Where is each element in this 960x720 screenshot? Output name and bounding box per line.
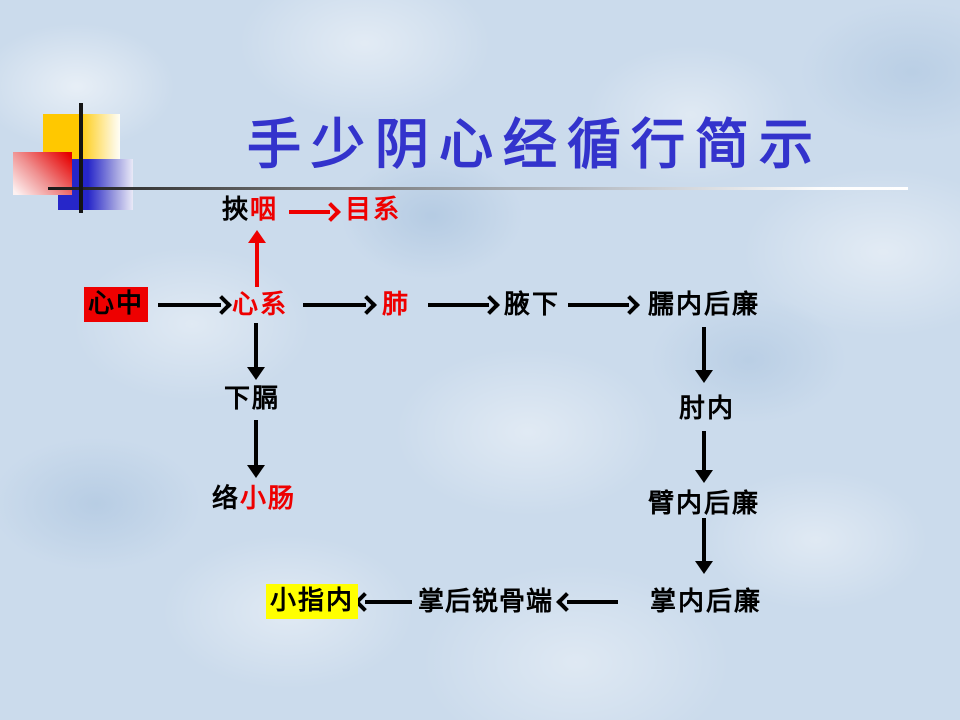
node-heart-middle: 心中 <box>84 287 149 323</box>
arrow-shaft <box>428 303 489 307</box>
arrow-heartmiddle-to-heartsystem <box>158 295 232 315</box>
node-pisiform-region: 掌后锐骨端 <box>418 587 554 617</box>
arrow-shaft <box>255 239 259 287</box>
arrow-lung-to-axilla <box>428 295 500 315</box>
arrow-shaft <box>365 600 412 604</box>
arrow-shaft <box>158 303 221 307</box>
arrow-shaft <box>567 600 618 604</box>
node-smallintestine-prefix: 络 <box>212 484 241 514</box>
arrow-shaft <box>702 431 706 474</box>
arrow-head-icon <box>321 202 341 222</box>
arrow-shaft <box>303 303 366 307</box>
arrow-heartsystem-to-throat <box>247 230 267 287</box>
page-title: 手少阴心经循行简示 <box>247 112 823 176</box>
arrow-forearm-to-palm <box>694 518 714 574</box>
arrow-heartsystem-to-diaphragm <box>246 323 266 380</box>
node-small-intestine-link: 络小肠 <box>212 484 296 515</box>
arrow-shaft <box>289 210 330 214</box>
node-diaphragm: 下膈 <box>224 384 281 414</box>
arrow-throat-to-eyesystem <box>289 202 341 222</box>
arrow-head-icon <box>556 592 576 612</box>
node-smallintestine-highlight: 小肠 <box>240 484 297 514</box>
node-throat-prefix: 挾 <box>222 195 251 225</box>
arrow-head-icon <box>247 367 265 380</box>
arrow-head-icon <box>212 295 232 315</box>
node-upper-arm-medial-posterior: 臑内后廉 <box>648 290 761 320</box>
arrow-palm-to-pisiform <box>556 592 618 612</box>
node-lung: 肺 <box>382 290 411 320</box>
node-elbow-medial: 肘内 <box>679 394 736 424</box>
arrow-shaft <box>254 420 258 469</box>
node-throat-highlight: 咽 <box>250 195 279 225</box>
node-eye-system: 目系 <box>345 195 402 225</box>
arrow-upperarm-to-elbow <box>694 327 714 383</box>
arrow-elbow-to-forearm <box>694 431 714 483</box>
arrow-head-icon <box>620 295 640 315</box>
arrow-shaft <box>702 327 706 374</box>
arrow-head-icon <box>695 470 713 483</box>
arrow-head-icon <box>247 465 265 478</box>
arrow-diaphragm-to-smallintestine <box>246 420 266 478</box>
arrow-heartsystem-to-lung <box>303 295 377 315</box>
node-palm-medial-posterior: 掌内后廉 <box>650 587 763 617</box>
arrow-shaft <box>702 518 706 565</box>
node-axilla: 腋下 <box>504 290 561 320</box>
node-throat: 挾咽 <box>222 195 278 226</box>
arrow-head-icon <box>695 370 713 383</box>
title-underline <box>48 187 908 190</box>
node-heart-system: 心系 <box>232 290 289 320</box>
arrow-pisiform-to-littlefinger <box>354 592 412 612</box>
arrow-head-icon <box>248 230 266 243</box>
arrow-shaft <box>254 323 258 371</box>
node-forearm-medial-posterior: 臂内后廉 <box>648 489 761 519</box>
arrow-shaft <box>568 303 629 307</box>
arrow-head-icon <box>357 295 377 315</box>
arrow-head-icon <box>480 295 500 315</box>
arrow-head-icon <box>695 561 713 574</box>
arrow-axilla-to-upperarm <box>568 295 640 315</box>
node-little-finger-medial: 小指内 <box>266 584 359 620</box>
decor-vertical-line <box>79 103 83 213</box>
